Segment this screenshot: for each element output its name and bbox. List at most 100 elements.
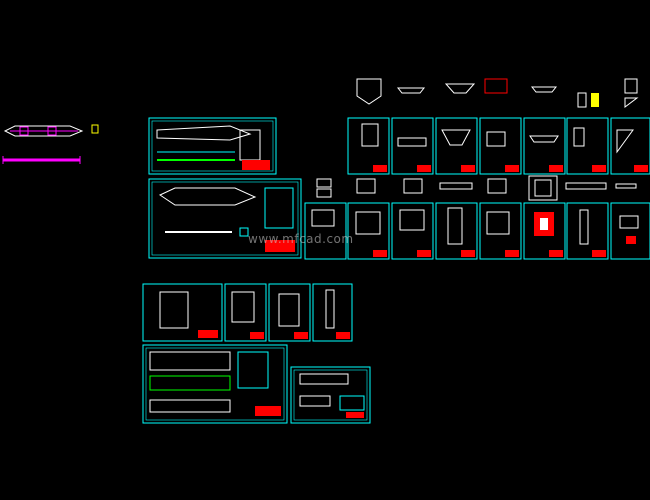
title-block <box>592 165 606 172</box>
title-block <box>626 236 636 244</box>
detail-sheet[interactable] <box>610 117 650 175</box>
sheet-frame <box>148 178 302 259</box>
part-frame[interactable] <box>356 178 376 194</box>
parts-row-middle[interactable] <box>356 175 637 201</box>
sheet-frame <box>148 117 277 175</box>
girder-plan <box>149 351 231 371</box>
detail-sheet[interactable] <box>479 117 522 175</box>
detail-sheet[interactable] <box>435 117 478 175</box>
beam-node <box>47 126 57 136</box>
title-block <box>373 250 387 257</box>
part-bar[interactable] <box>439 182 473 190</box>
detail-view <box>616 129 634 154</box>
detail-view <box>397 137 427 147</box>
title-block <box>461 165 475 172</box>
detail-view <box>159 291 189 329</box>
part-pin[interactable] <box>615 183 637 189</box>
part-gusset[interactable] <box>624 97 639 108</box>
detail-sheet[interactable] <box>142 283 223 342</box>
detail-sheet[interactable] <box>566 117 609 175</box>
title-block <box>417 165 431 172</box>
detail-sheet[interactable] <box>523 202 566 260</box>
detail-sheet[interactable] <box>391 202 434 260</box>
detail-view <box>361 123 379 147</box>
part-flange[interactable] <box>396 87 426 94</box>
title-block <box>198 330 218 338</box>
sheet-inner-frame <box>151 181 299 256</box>
detail-sheet[interactable] <box>435 202 478 260</box>
part-rod[interactable] <box>565 182 607 190</box>
detail-mark <box>91 124 99 134</box>
drawing-sheet-assembly-b[interactable] <box>148 178 302 259</box>
detail-view <box>447 207 463 245</box>
part-strip[interactable] <box>530 86 558 93</box>
part-wedge[interactable] <box>444 83 476 94</box>
detail-sheet[interactable] <box>523 117 566 175</box>
title-block <box>592 250 606 257</box>
detail-sheet[interactable] <box>224 283 267 342</box>
sheet-frame <box>142 344 288 424</box>
detail-view <box>355 211 381 235</box>
part-tab[interactable] <box>577 92 587 108</box>
parts-row-top[interactable] <box>356 78 639 108</box>
drawing-sheet-assembly-c[interactable] <box>142 344 288 424</box>
detail-sheet[interactable] <box>391 117 434 175</box>
part-panel-inner <box>534 179 552 197</box>
sheets-row-2[interactable] <box>304 202 650 260</box>
detail-sheet[interactable] <box>479 202 522 260</box>
detail-view <box>619 215 639 229</box>
detail-view <box>529 135 559 143</box>
sheet-inner-frame <box>293 369 368 421</box>
girder-elevation <box>149 375 231 391</box>
title-block <box>250 332 264 339</box>
beam-outline <box>3 125 84 137</box>
drawing-sheet-assembly-d[interactable] <box>290 366 371 424</box>
detail-shape <box>316 188 332 198</box>
detail-view <box>278 293 300 327</box>
detail-sheet[interactable] <box>347 202 390 260</box>
detail-sheet[interactable] <box>312 283 353 342</box>
detail-sheet[interactable] <box>268 283 311 342</box>
title-block <box>417 250 431 257</box>
part-beam-plan-small[interactable] <box>2 124 99 164</box>
title-block <box>549 165 563 172</box>
part-shield-plate[interactable] <box>356 78 382 105</box>
support-detail <box>239 227 249 237</box>
girder-section <box>149 399 231 413</box>
detail-view <box>311 209 335 227</box>
girder-plan <box>299 373 349 385</box>
drawing-sheet-assembly-a[interactable] <box>148 117 277 175</box>
girder-section <box>299 395 331 407</box>
detail-sheet[interactable] <box>347 117 390 175</box>
detail-sheet[interactable] <box>610 202 650 260</box>
sheets-lower-row[interactable] <box>142 283 353 342</box>
title-block <box>505 250 519 257</box>
title-block <box>505 165 519 172</box>
detail-view <box>579 209 589 245</box>
part-box[interactable] <box>484 78 508 94</box>
detail-sheet[interactable] <box>304 202 347 260</box>
detail-view <box>486 211 510 235</box>
part-panel[interactable] <box>528 175 558 201</box>
sheet-frame <box>290 366 371 424</box>
girder-plan <box>158 187 257 206</box>
title-block <box>549 250 563 257</box>
part-tab-yellow[interactable] <box>591 93 599 107</box>
title-block <box>265 240 295 252</box>
title-block <box>634 165 648 172</box>
title-block <box>255 406 281 416</box>
part-bracket[interactable] <box>624 78 638 94</box>
detail-view <box>486 131 506 147</box>
part-block[interactable] <box>487 178 507 194</box>
title-block <box>373 165 387 172</box>
detail-frame-small-1[interactable] <box>316 178 332 198</box>
sheets-row-1[interactable] <box>347 117 650 175</box>
detail-callouts <box>237 351 269 389</box>
sheet-inner-frame <box>151 120 274 172</box>
detail-shape <box>316 178 332 188</box>
title-block <box>346 412 364 418</box>
part-plate[interactable] <box>403 178 423 194</box>
detail-view <box>573 127 585 147</box>
detail-sheet[interactable] <box>566 202 609 260</box>
